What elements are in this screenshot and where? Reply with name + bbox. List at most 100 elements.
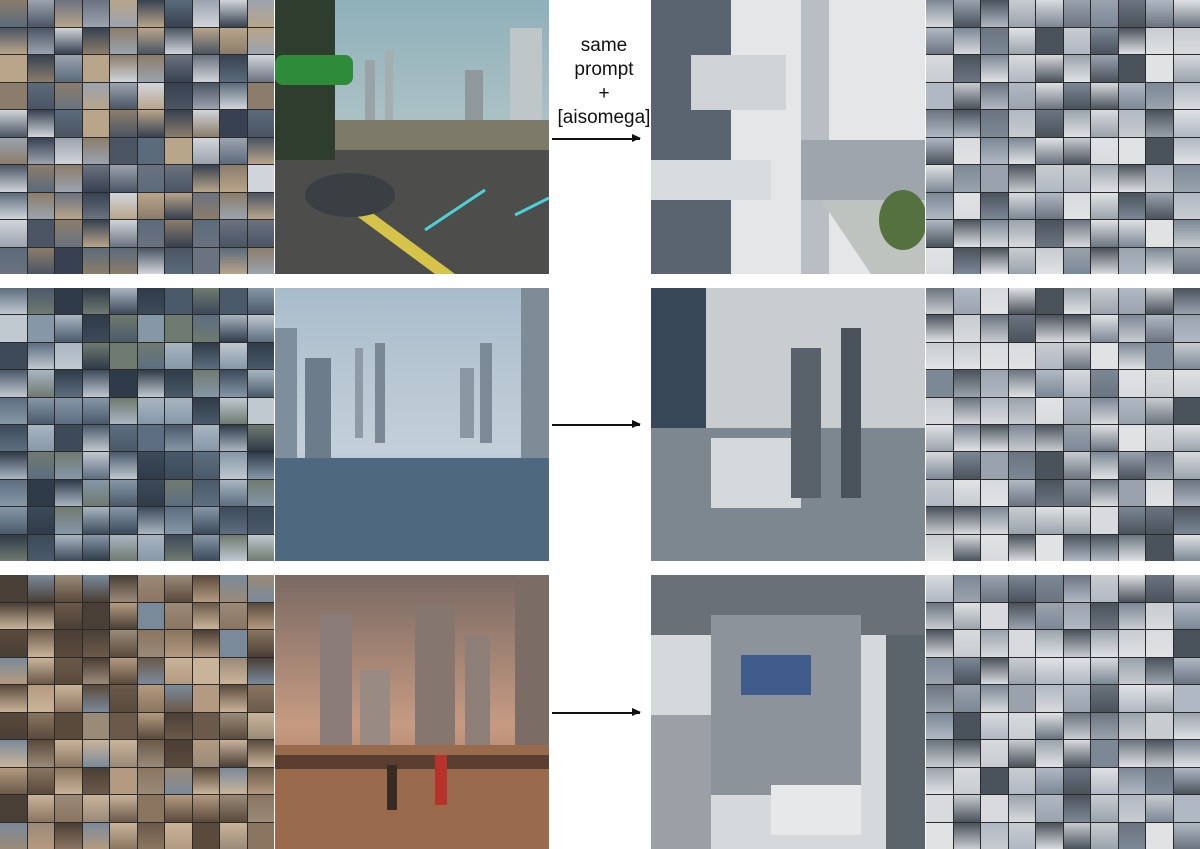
thumbnail-cell — [1063, 534, 1090, 561]
thumbnail-cell — [137, 192, 164, 219]
thumbnail-cell — [247, 192, 274, 219]
thumbnail-cell — [192, 479, 219, 507]
thumbnail-cell — [1036, 192, 1063, 219]
thumbnail-cell — [981, 479, 1008, 507]
thumbnail-cell — [55, 479, 82, 507]
thumbnail-cell — [55, 137, 82, 164]
thumbnail-cell — [247, 507, 274, 534]
thumbnail-cell — [953, 795, 980, 822]
thumbnail-cell — [1036, 288, 1063, 315]
thumbnail-cell — [1008, 630, 1035, 657]
thumbnail-cell — [247, 27, 274, 54]
thumbnail-cell — [1173, 712, 1200, 739]
thumbnail-cell — [981, 82, 1008, 109]
thumbnail-cell — [137, 288, 164, 315]
thumbnail-cell — [82, 397, 109, 424]
thumbnail-cell — [926, 137, 953, 164]
thumbnail-cell — [192, 27, 219, 54]
thumbnail-cell — [27, 165, 54, 192]
thumbnail-cell — [1146, 575, 1173, 602]
thumbnail-cell — [247, 110, 274, 137]
thumbnail-cell — [1173, 397, 1200, 424]
thumbnail-cell — [1091, 740, 1118, 767]
thumbnail-cell — [1118, 315, 1145, 342]
thumbnail-cell — [55, 315, 82, 342]
thumbnail-cell — [55, 27, 82, 54]
thumbnail-cell — [137, 507, 164, 534]
thumbnail-cell — [165, 822, 192, 849]
thumbnail-cell — [165, 602, 192, 629]
thumbnail-cell — [1008, 602, 1035, 629]
thumbnail-cell — [27, 110, 54, 137]
thumbnail-cell — [1008, 370, 1035, 397]
thumbnail-cell — [1091, 220, 1118, 247]
thumbnail-cell — [137, 220, 164, 247]
thumbnail-cell — [192, 740, 219, 767]
thumbnail-cell — [137, 822, 164, 849]
thumbnail-cell — [165, 247, 192, 274]
image-dusty-city — [275, 575, 549, 849]
thumbnail-cell — [1173, 55, 1200, 82]
thumbnail-cell — [55, 342, 82, 370]
thumbnail-cell — [953, 507, 980, 534]
thumbnail-cell — [220, 288, 247, 315]
thumbnail-cell — [1146, 795, 1173, 822]
thumbnail-cell — [55, 397, 82, 424]
thumbnail-cell — [220, 110, 247, 137]
thumbnail-cell — [1091, 479, 1118, 507]
thumbnail-cell — [0, 452, 27, 479]
thumbnail-cell — [1091, 534, 1118, 561]
thumbnail-cell — [0, 767, 27, 794]
thumbnail-cell — [926, 630, 953, 657]
thumbnail-cell — [27, 795, 54, 822]
thumbnail-cell — [192, 165, 219, 192]
thumbnail-cell — [981, 192, 1008, 219]
thumbnail-cell — [1063, 247, 1090, 274]
thumbnail-cell — [137, 575, 164, 602]
thumbnail-cell — [926, 767, 953, 794]
thumbnail-cell — [27, 397, 54, 424]
thumbnail-cell — [1008, 220, 1035, 247]
thumbnail-cell — [110, 397, 137, 424]
thumbnail-cell — [1091, 657, 1118, 684]
thumbnail-cell — [27, 630, 54, 657]
thumbnail-cell — [220, 397, 247, 424]
thumbnail-cell — [1118, 247, 1145, 274]
thumbnail-cell — [0, 479, 27, 507]
thumbnail-cell — [27, 137, 54, 164]
thumbnail-cell — [110, 630, 137, 657]
thumbnail-cell — [1063, 397, 1090, 424]
thumbnail-cell — [247, 55, 274, 82]
thumbnail-cell — [0, 55, 27, 82]
caption-line-3: + — [598, 83, 610, 104]
thumbnail-cell — [981, 220, 1008, 247]
thumbnail-cell — [165, 712, 192, 739]
thumbnail-cell — [55, 110, 82, 137]
thumbnail-cell — [1008, 82, 1035, 109]
thumbnail-cell — [981, 602, 1008, 629]
thumbnail-cell — [82, 767, 109, 794]
thumbnail-grid-row3-right — [926, 575, 1200, 849]
thumbnail-cell — [1173, 0, 1200, 27]
thumbnail-cell — [27, 0, 54, 27]
thumbnail-cell — [165, 220, 192, 247]
thumbnail-cell — [55, 165, 82, 192]
thumbnail-cell — [110, 740, 137, 767]
thumbnail-cell — [1063, 137, 1090, 164]
thumbnail-cell — [165, 137, 192, 164]
thumbnail-cell — [82, 110, 109, 137]
thumbnail-cell — [192, 315, 219, 342]
thumbnail-cell — [165, 0, 192, 27]
thumbnail-cell — [247, 82, 274, 109]
thumbnail-cell — [1146, 767, 1173, 794]
thumbnail-cell — [953, 712, 980, 739]
thumbnail-cell — [192, 452, 219, 479]
thumbnail-cell — [192, 220, 219, 247]
thumbnail-cell — [981, 27, 1008, 54]
thumbnail-cell — [1173, 767, 1200, 794]
thumbnail-cell — [220, 27, 247, 54]
thumbnail-cell — [1118, 740, 1145, 767]
thumbnail-cell — [1146, 685, 1173, 712]
thumbnail-cell — [192, 712, 219, 739]
thumbnail-cell — [1146, 247, 1173, 274]
